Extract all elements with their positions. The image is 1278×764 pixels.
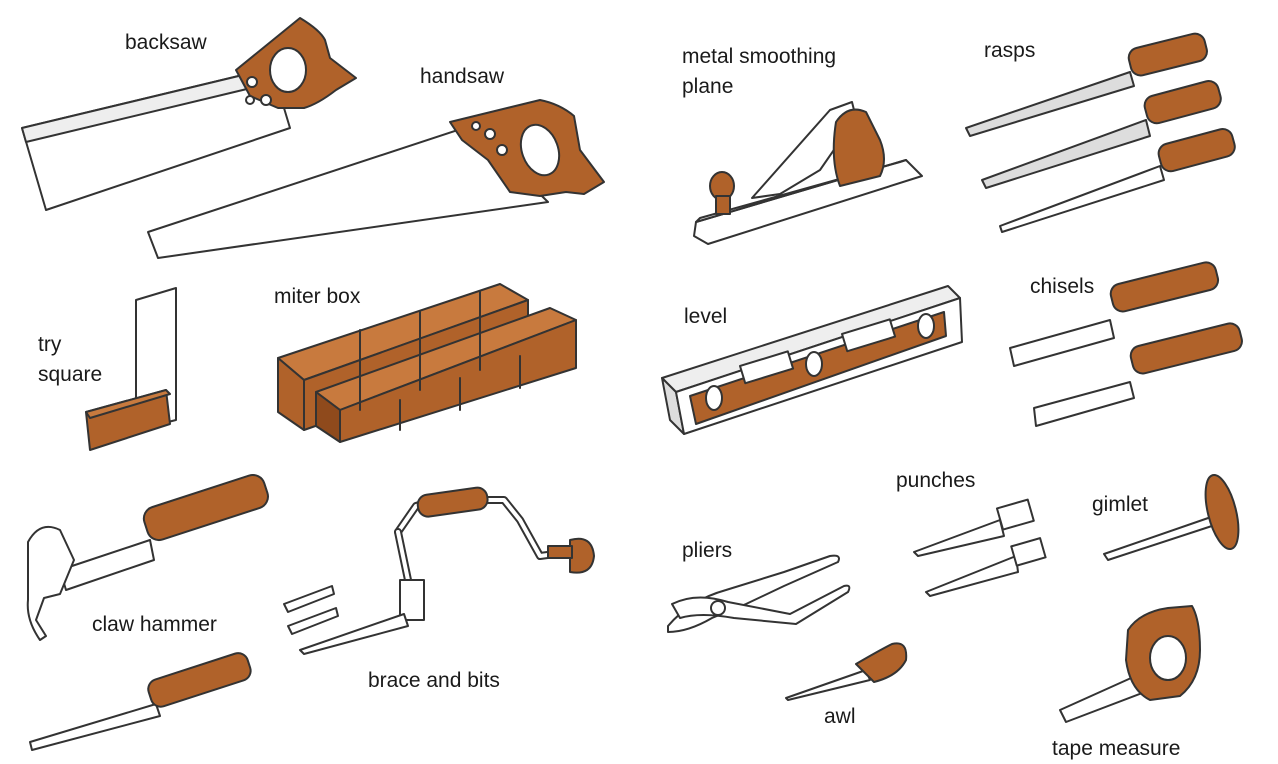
tape-measure-icon (1059, 605, 1201, 723)
brace-and-bits-icon (283, 486, 595, 655)
metal-smoothing-plane-label-line2: plane (682, 75, 734, 98)
claw-hammer-label: claw hammer (92, 613, 217, 636)
backsaw-icon (21, 17, 357, 211)
metal-smoothing-plane-icon (693, 101, 923, 245)
brace-and-bits-label: brace and bits (368, 669, 500, 692)
tape-measure-label: tape measure (1052, 737, 1181, 760)
pliers-label: pliers (682, 539, 733, 562)
backsaw-label: backsaw (125, 31, 207, 54)
claw-hammer-icon (26, 474, 269, 641)
punches-icon (913, 498, 1047, 597)
miter-box-icon (277, 283, 577, 443)
rasps-icon (965, 32, 1236, 233)
try-square-label-line2: square (38, 363, 103, 386)
pliers-icon (667, 554, 851, 633)
handsaw-icon (147, 99, 605, 259)
punches-label: punches (896, 469, 976, 492)
level-icon (661, 285, 963, 435)
handsaw-label: handsaw (420, 65, 505, 88)
awl-label: awl (824, 705, 856, 728)
chisels-label: chisels (1030, 275, 1095, 298)
gimlet-icon (1103, 473, 1240, 561)
gimlet-label: gimlet (1092, 493, 1149, 516)
metal-smoothing-plane-label-line1: metal smoothing (682, 45, 837, 68)
chisels-icon (1009, 261, 1243, 427)
try-square-label-line1: try (38, 333, 62, 356)
try-square-icon (85, 287, 177, 451)
miter-box-label: miter box (274, 285, 361, 308)
rasps-label: rasps (984, 39, 1036, 62)
awl-icon (785, 642, 908, 701)
level-label: level (684, 305, 728, 328)
screwdriver-icon (29, 652, 252, 751)
